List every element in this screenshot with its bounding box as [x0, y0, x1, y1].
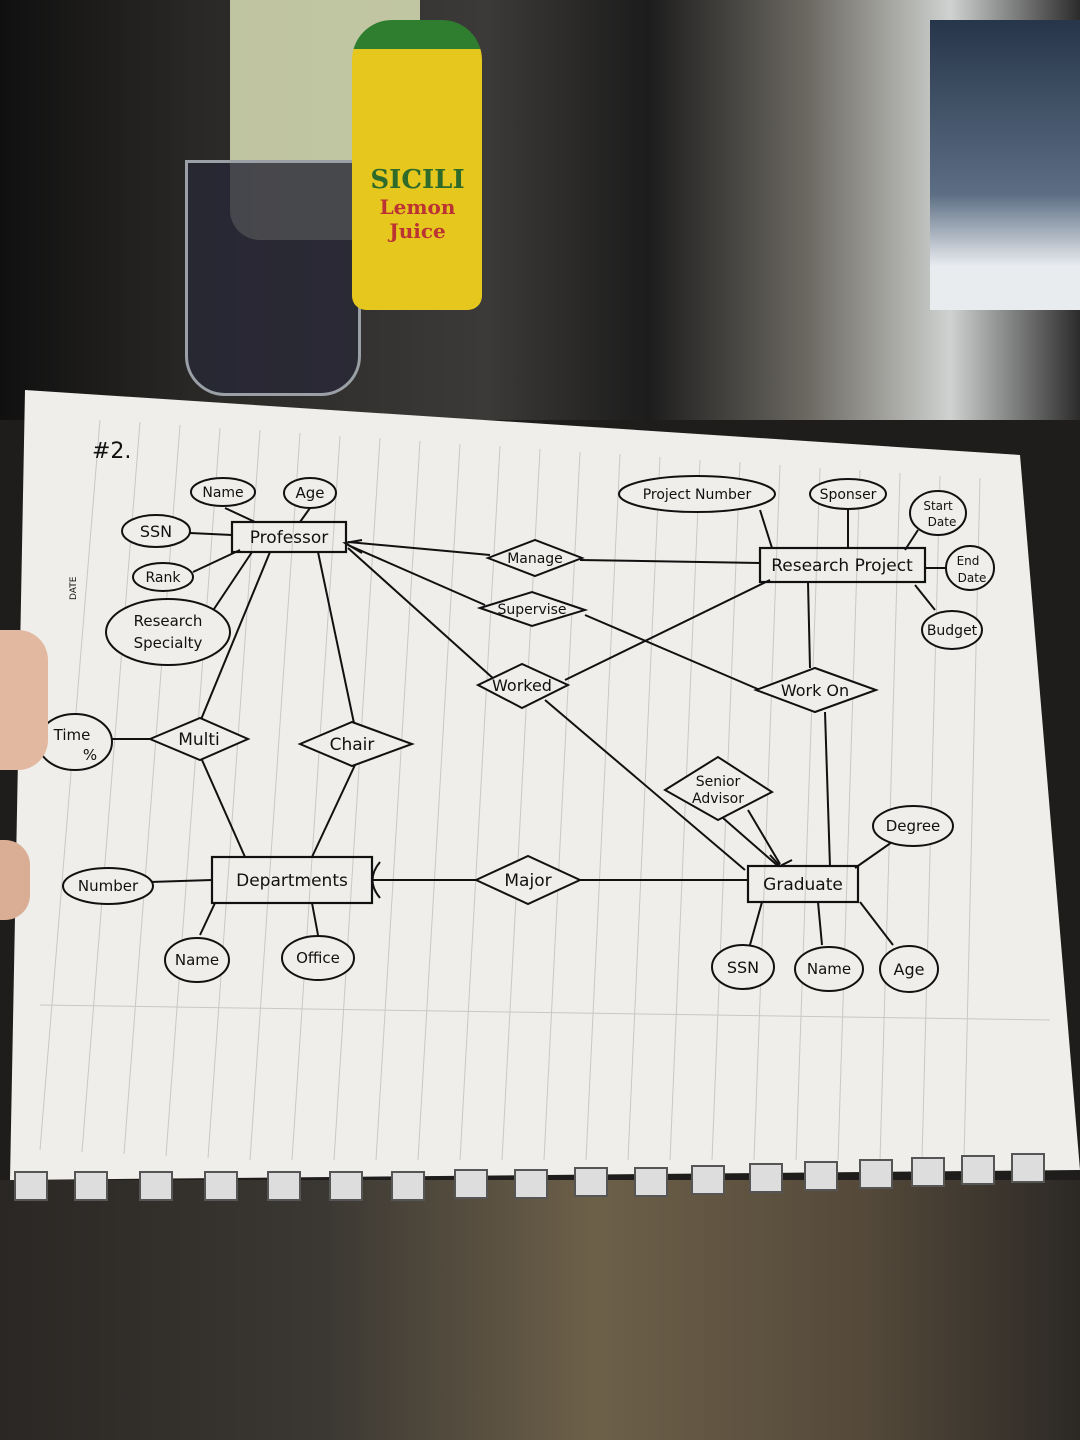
attr-project-end-line-2: Date — [958, 571, 987, 585]
entity-professor: Professor — [250, 528, 329, 548]
attr-department-office: Office — [296, 949, 340, 967]
attr-project-start-line-1: Start — [923, 499, 953, 513]
attr-graduate-name: Name — [807, 960, 851, 978]
entity-departments: Departments — [236, 871, 348, 891]
attributes — [37, 475, 995, 993]
relationship-supervise: Supervise — [497, 602, 566, 618]
thumb — [0, 630, 48, 770]
attr-project-start-line-2: Date — [928, 515, 957, 529]
attr-time-line-2: % — [83, 746, 97, 764]
attr-department-number: Number — [78, 877, 139, 895]
attr-professor-name: Name — [202, 485, 243, 501]
entity-research-project-box — [758, 546, 927, 584]
relationship-worked: Worked — [492, 676, 552, 695]
relationship-major: Major — [504, 871, 551, 891]
attr-graduate-age: Age — [894, 960, 925, 979]
attr-project-sponsor: Sponser — [820, 487, 877, 503]
bottle-label-line-1: Lemon — [379, 195, 456, 219]
desk-background — [0, 0, 1080, 420]
entities — [210, 520, 927, 905]
connector-lines — [112, 507, 945, 946]
relationship-senior-advisor-line-1: Senior — [696, 774, 741, 790]
diagram-heading: #2. — [92, 439, 131, 464]
entity-graduate-box — [746, 864, 860, 904]
attr-department-name: Name — [175, 951, 219, 969]
entity-departments-box — [210, 855, 374, 905]
attr-professor-specialty-line-2: Specialty — [134, 634, 203, 652]
relationships — [147, 538, 879, 906]
attr-professor-rank: Rank — [146, 570, 182, 586]
attr-graduate-degree: Degree — [886, 817, 941, 835]
relationship-manage: Manage — [507, 551, 563, 567]
relationship-work-on: Work On — [781, 681, 849, 700]
finger — [0, 840, 30, 920]
bottle-label-brand: SICILI — [370, 165, 465, 195]
bottle-label-line-2: Juice — [389, 219, 446, 243]
relationship-senior-advisor-line-2: Advisor — [692, 791, 744, 807]
relationship-chair: Chair — [330, 735, 375, 755]
bottle-label: SICILI Lemon Juice — [360, 165, 475, 243]
spiral-binding — [14, 1153, 1045, 1201]
drinking-glass — [185, 160, 361, 396]
attr-professor-age: Age — [295, 484, 324, 502]
attr-graduate-ssn: SSN — [727, 958, 759, 977]
lap-background — [0, 1180, 1080, 1440]
date-margin-label: DATE — [69, 576, 79, 600]
attr-professor-specialty-line-1: Research — [134, 612, 203, 630]
attr-project-number: Project Number — [643, 487, 752, 503]
attr-project-budget: Budget — [927, 623, 978, 639]
entity-professor-box — [230, 520, 348, 554]
attr-professor-ssn: SSN — [140, 522, 172, 541]
attr-project-end-line-1: End — [957, 554, 980, 568]
entity-graduate: Graduate — [763, 875, 843, 895]
lemon-juice-bottle — [352, 20, 482, 310]
monitor — [930, 20, 1080, 310]
entity-research-project: Research Project — [771, 556, 913, 576]
attr-time-line-1: Time — [53, 726, 91, 744]
relationship-multi: Multi — [178, 730, 220, 750]
